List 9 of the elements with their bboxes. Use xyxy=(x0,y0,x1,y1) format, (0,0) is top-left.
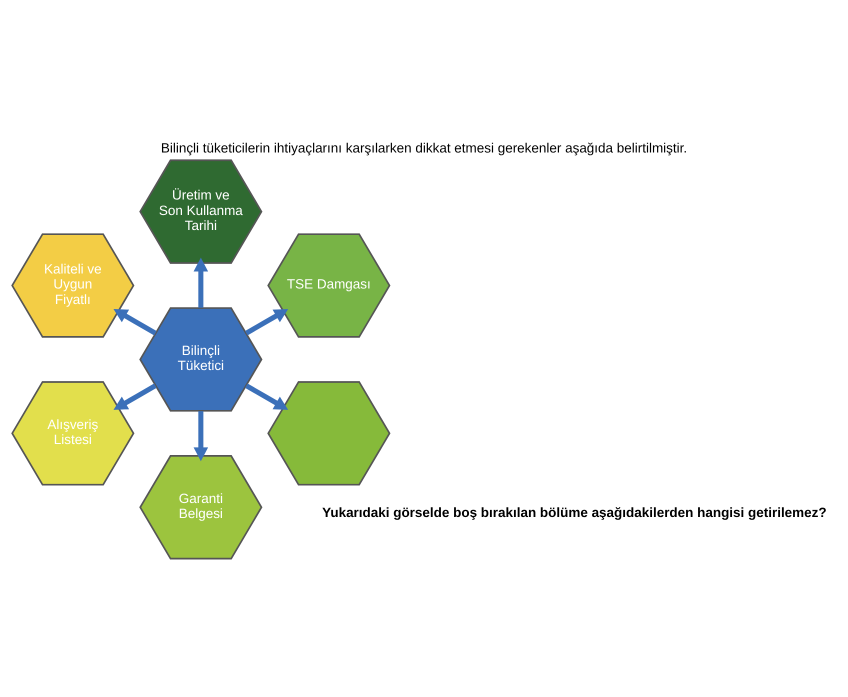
node-hexagon xyxy=(267,381,390,486)
arrow xyxy=(245,384,288,410)
diagram-title: Bilinçli tüketicilerin ihtiyaçlarını karşılarken dikkat etmesi gerekenler aşağıda belirtilmiştir. xyxy=(160,140,688,156)
caption: Yukarıdaki görselde boş bırakılan bölüme aşağıdakilerden hangisi getirilemez? xyxy=(322,504,827,520)
arrow xyxy=(245,309,288,336)
arrow xyxy=(194,411,208,462)
arrow xyxy=(194,258,208,308)
arrow xyxy=(113,309,157,336)
arrow xyxy=(113,384,157,410)
